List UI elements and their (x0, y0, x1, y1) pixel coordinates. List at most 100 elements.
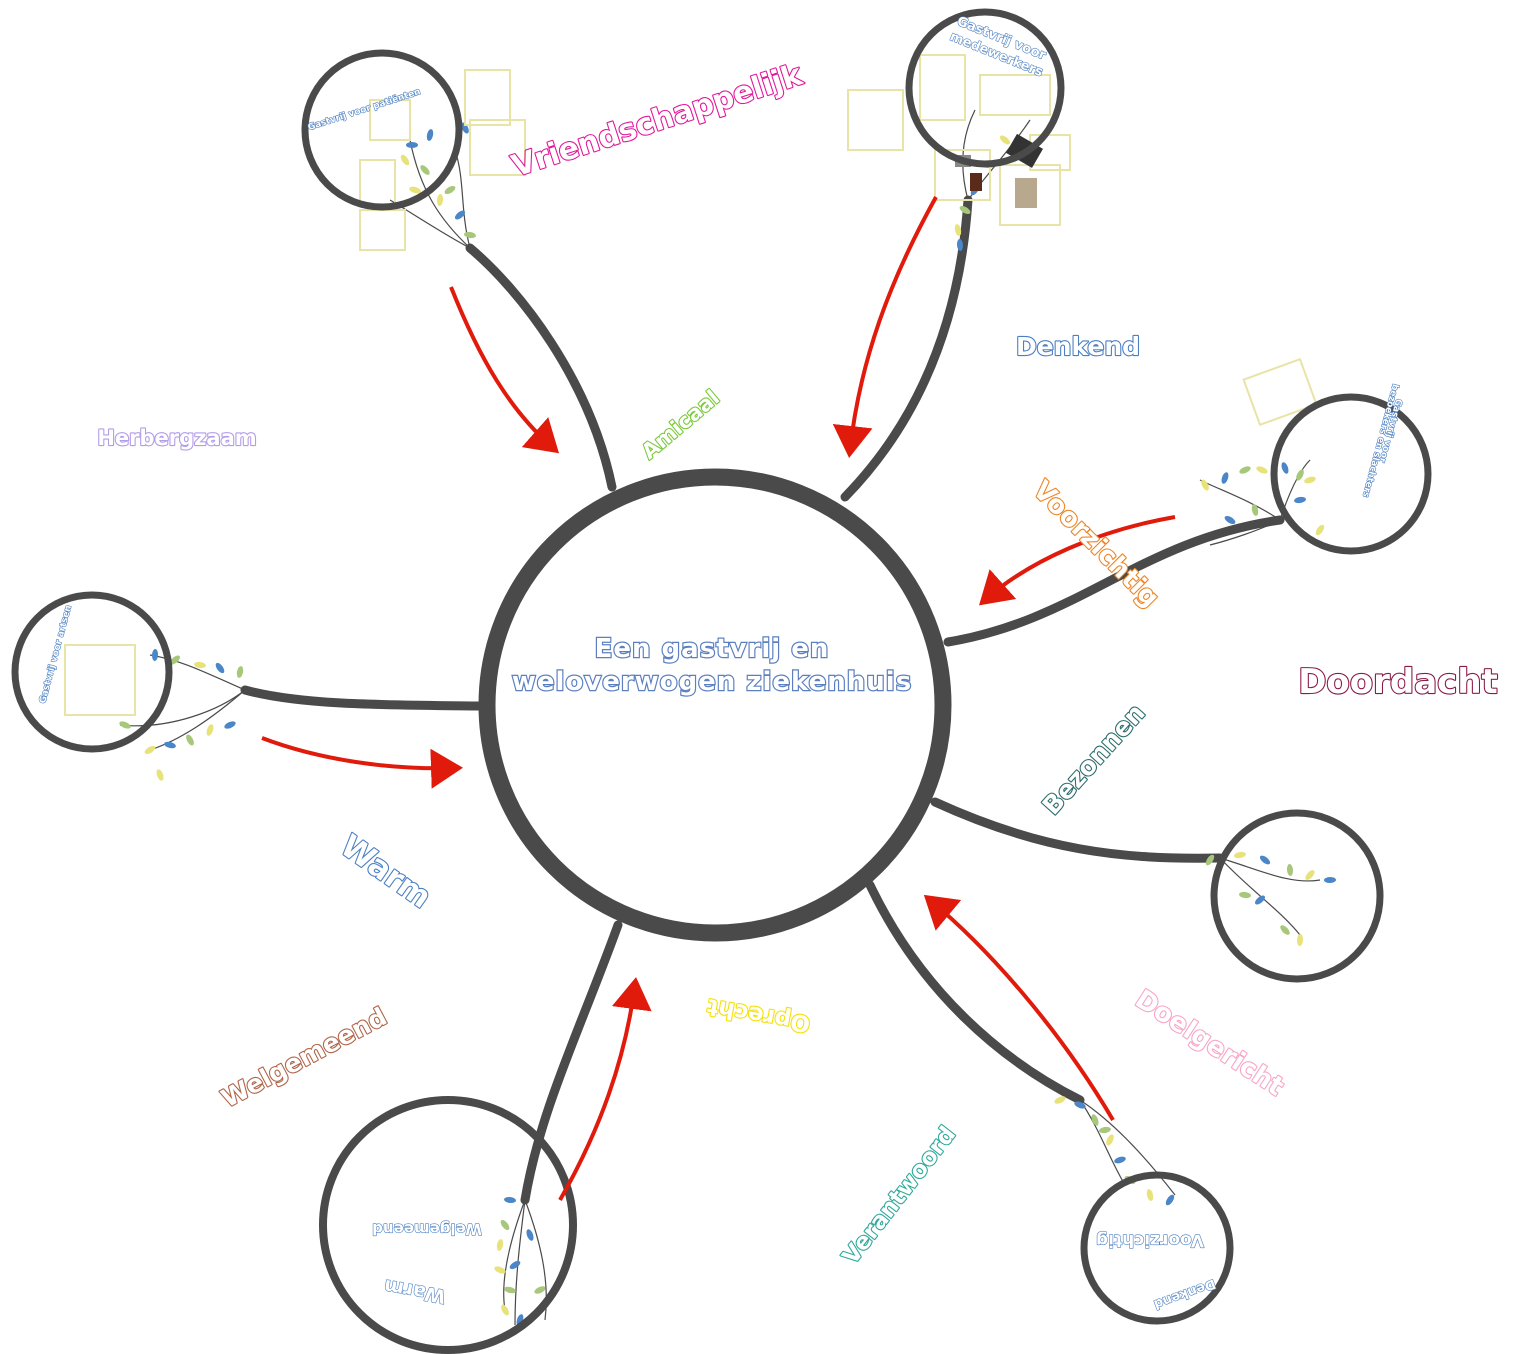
bubble-bottom-right-ring (1080, 1171, 1234, 1325)
leaf (156, 769, 164, 781)
branch-right (943, 515, 1285, 647)
leaf (151, 649, 159, 661)
arrows (261, 196, 1176, 1201)
leaf (999, 135, 1011, 145)
bubble-medewerkers-ring (905, 8, 1065, 168)
leaf (959, 205, 971, 215)
leaf (1054, 1096, 1066, 1104)
center-title-line2: weloverwogen ziekenhuis (512, 667, 912, 697)
leaf (526, 1229, 534, 1241)
leaf (1259, 855, 1271, 865)
leaf (1221, 472, 1229, 484)
leaf (144, 745, 156, 755)
bubble-artsen[interactable]: Gastvrij voor artsen (11, 591, 173, 753)
leaf (436, 194, 444, 206)
leaf (406, 142, 418, 148)
leaf (509, 1260, 521, 1270)
center-title-line1: Een gastvrij en (595, 634, 830, 664)
arrow-top-left (449, 286, 559, 454)
leaf (534, 1286, 546, 1294)
leaves (119, 122, 1336, 1326)
leaf (1114, 1156, 1126, 1164)
word-amicaal: Amicaal (637, 385, 724, 463)
leaf (444, 185, 456, 195)
leaf (461, 122, 469, 134)
leaf (501, 1304, 509, 1316)
leaf (1294, 496, 1306, 504)
leaf (400, 154, 410, 166)
leaf (1296, 934, 1304, 946)
bubble-bottom-left[interactable]: Welgemeend Warm (319, 1096, 577, 1354)
leaf (170, 655, 180, 665)
word-vriendschappelijk: Vriendschappelijk (508, 57, 808, 184)
leaf (1239, 466, 1251, 474)
bubble-artsen-label: Gastvrij voor artsen (38, 604, 74, 704)
arrow-top-right (832, 196, 938, 458)
leaf (464, 231, 476, 239)
bubble-medewerkers[interactable]: Gastvrij voor medewerkers (847, 8, 1071, 226)
leaf (1234, 851, 1246, 859)
bubble-patienten[interactable]: Gastvrij voor patiënten (301, 49, 526, 251)
leaf (1286, 864, 1294, 876)
branches (240, 195, 1285, 1205)
leaf (1224, 515, 1236, 525)
leaf (1146, 1189, 1154, 1201)
branch-bottom-right (930, 797, 1225, 863)
branch-bottom-left (520, 920, 623, 1205)
center-circle[interactable] (478, 468, 952, 942)
bubble-patienten-label: Gastvrij voor patiënten (307, 87, 422, 133)
leaf (496, 1239, 504, 1251)
photo-thumb-3 (970, 173, 982, 191)
leaf (164, 741, 176, 749)
leaf (194, 661, 206, 669)
photo-thumb-2 (1015, 178, 1037, 208)
bubble-bezonnen-ring[interactable] (1210, 809, 1384, 983)
leaf (409, 186, 421, 194)
leaf (236, 666, 244, 678)
bubble-bottom-right-word1: Voorzichtig (1096, 1230, 1204, 1250)
leaf (420, 165, 430, 175)
word-oprecht: Oprecht (705, 993, 812, 1037)
bubble-bottom-right[interactable]: Voorzichtig Denkend (1080, 1171, 1234, 1325)
leaf (119, 721, 131, 729)
branch-top-right (840, 195, 973, 502)
leaf (1304, 476, 1316, 484)
leaf (956, 239, 964, 251)
bubble-bottom-left-word2: Warm (382, 1275, 447, 1307)
leaf (1281, 462, 1289, 474)
leaf (1315, 524, 1325, 536)
leaf (1239, 891, 1251, 899)
leaf (1296, 469, 1304, 481)
leaf (186, 734, 194, 746)
leaf (500, 1219, 510, 1231)
leaf (504, 1196, 516, 1204)
leaf (224, 721, 236, 729)
leaf (1255, 895, 1265, 905)
leaf (1106, 1134, 1114, 1146)
leaf (1205, 854, 1215, 866)
leaf (504, 1286, 516, 1294)
word-welgemeend: Welgemeend (217, 1002, 392, 1113)
word-herbergzaam: Herbergzaam (97, 426, 256, 450)
leaf (1251, 504, 1259, 516)
bubble-bottom-left-ring (319, 1096, 577, 1354)
leaf (1074, 1101, 1086, 1109)
branch-left (240, 685, 483, 711)
word-doordacht: Doordacht (1298, 662, 1498, 702)
leaf (1201, 479, 1209, 491)
bubble-bottom-left-word1: Welgemeend (372, 1220, 482, 1238)
leaf (494, 1266, 506, 1274)
word-doelgericht: Doelgericht (1130, 984, 1289, 1102)
leaf (1324, 876, 1336, 884)
word-verantwoord: Verantwoord (838, 1122, 961, 1270)
leaf (954, 224, 962, 236)
arrow-bottom-right (923, 894, 1115, 1122)
bubble-bottom-right-word2: Denkend (1152, 1276, 1218, 1312)
arrow-left (261, 736, 463, 789)
branch-bottom-mid (865, 880, 1085, 1105)
leaf (454, 210, 466, 220)
word-warm: Warm (334, 828, 438, 916)
bubble-artsen-ring (11, 591, 173, 753)
